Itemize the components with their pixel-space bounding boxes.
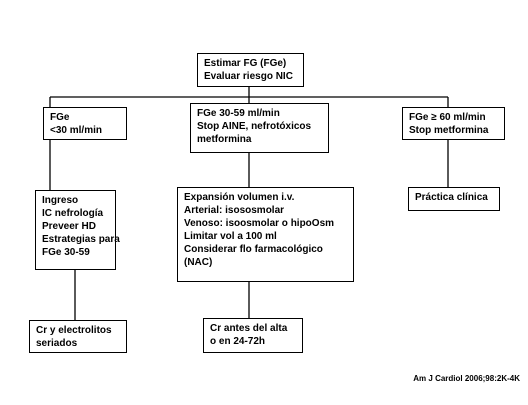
middle-followup-line: Cr antes del alta [210,323,288,334]
branch-middle-line: Stop AINE, nefrotóxicos [197,121,312,132]
right-action-line: Práctica clínica [415,192,488,203]
left-action-node: Ingreso IC nefrología Preveer HD Estrate… [35,190,120,270]
branch-left-line: FGe [50,112,70,123]
middle-action-line: (NAC) [184,257,213,268]
left-action-line: Preveer HD [42,221,96,232]
left-action-line: FGe 30-59 [42,247,90,258]
root-node-line: Evaluar riesgo NIC [204,71,293,82]
left-followup-line: seriados [36,338,78,349]
middle-action-line: Arterial: isososmolar [184,205,285,216]
citation-text: Am J Cardiol 2006;98:2K-4K [413,374,520,383]
branch-left-node: FGe <30 ml/min [43,107,127,140]
middle-action-node: Expansión volumen i.v. Arterial: isososm… [177,187,354,282]
middle-followup-line: o en 24-72h [210,336,266,347]
branch-right-node: FGe ≥ 60 ml/min Stop metformina [402,107,505,140]
branch-right-line: Stop metformina [409,125,489,136]
branch-middle-line: metformina [197,134,252,145]
root-node-line: Estimar FG (FGe) [204,58,287,69]
left-action-line: IC nefrología [42,208,104,219]
branch-middle-line: FGe 30-59 ml/min [197,108,280,119]
middle-action-line: Venoso: isoosmolar o hipoOsm [184,218,335,229]
left-action-line: Ingreso [42,195,79,206]
middle-followup-node: Cr antes del alta o en 24-72h [203,318,303,353]
right-action-node: Práctica clínica [408,187,500,211]
middle-action-line: Considerar flo farmacológico [184,244,323,255]
root-node: Estimar FG (FGe) Evaluar riesgo NIC [197,53,304,87]
left-followup-node: Cr y electrolitos seriados [29,320,127,353]
middle-action-line: Limitar vol a 100 ml [184,231,277,242]
branch-middle-node: FGe 30-59 ml/min Stop AINE, nefrotóxicos… [190,103,329,153]
branch-left-line: <30 ml/min [50,125,102,136]
middle-action-line: Expansión volumen i.v. [184,192,295,203]
branch-right-line: FGe ≥ 60 ml/min [409,112,486,123]
left-followup-line: Cr y electrolitos [36,325,112,336]
left-action-line: Estrategias para [42,234,120,245]
